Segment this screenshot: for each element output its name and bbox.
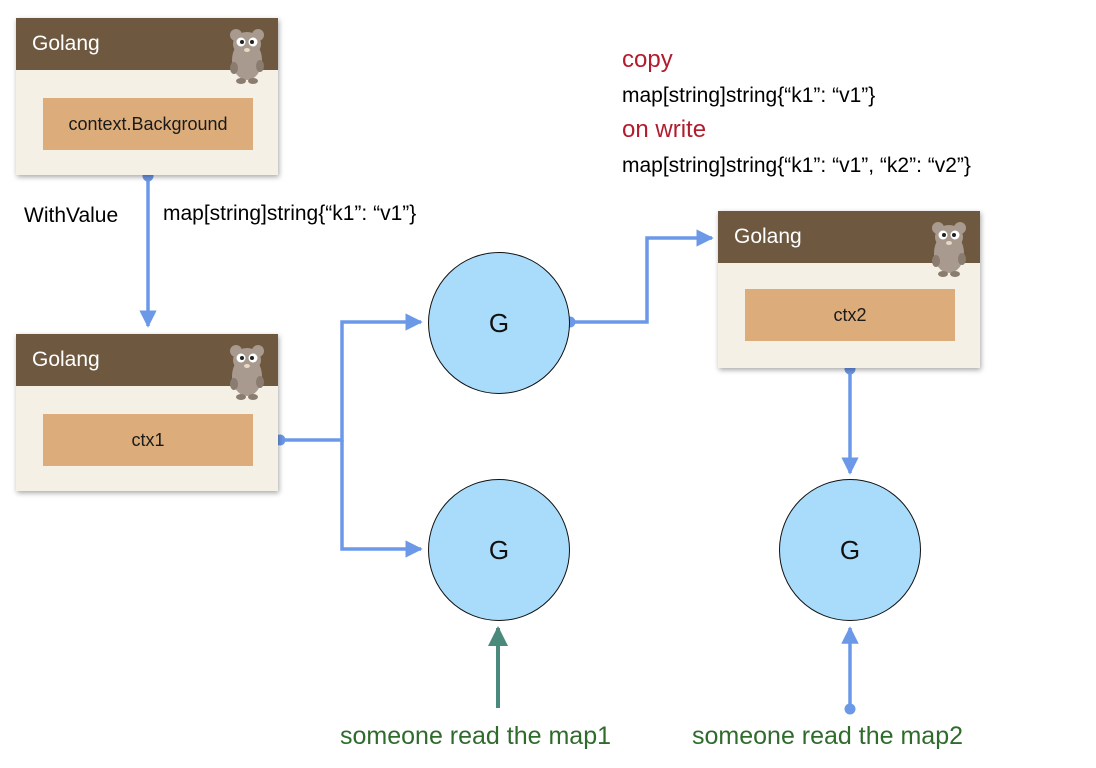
goroutine-node-bottom: G <box>428 479 570 621</box>
copy-label: copy <box>622 46 673 73</box>
edge-ctx1-to-goroutines <box>274 313 423 558</box>
card-header-label: Golang <box>734 225 802 248</box>
on-write-map-label: map[string]string{“k1”: “v1”, “k2”: “v2”… <box>622 154 971 177</box>
card-ctx1: Golang ctx1 <box>16 334 278 491</box>
gopher-icon <box>230 345 264 400</box>
gopher-icon <box>932 222 966 277</box>
edge-goroutine-to-ctx2 <box>564 229 714 328</box>
copy-map-label: map[string]string{“k1”: “v1”} <box>622 84 876 107</box>
reader1-label: someone read the map1 <box>340 722 612 750</box>
ctx2-box: ctx2 <box>745 289 955 341</box>
edge-background-to-ctx1 <box>139 170 157 328</box>
card-header-label: Golang <box>32 348 100 371</box>
edge-ctx2-to-goroutine <box>841 363 859 475</box>
reader2-label: someone read the map2 <box>692 722 964 750</box>
card-ctx2: Golang ctx2 <box>718 211 980 368</box>
card-header: Golang <box>16 334 278 400</box>
map-k1-label: map[string]string{“k1”: “v1”} <box>163 202 417 225</box>
card-header: Golang <box>718 211 980 277</box>
goroutine-node-right: G <box>779 479 921 621</box>
card-header-label: Golang <box>32 32 100 55</box>
context-background-box: context.Background <box>43 98 253 150</box>
gopher-icon <box>230 29 264 84</box>
with-value-label: WithValue <box>24 204 119 227</box>
edge-reader2-to-goroutine <box>841 626 859 715</box>
ctx1-box: ctx1 <box>43 414 253 466</box>
on-write-label: on write <box>622 116 707 143</box>
card-header: Golang <box>16 18 278 84</box>
goroutine-node-top: G <box>428 252 570 394</box>
card-background: Golang context.Background <box>16 18 278 175</box>
